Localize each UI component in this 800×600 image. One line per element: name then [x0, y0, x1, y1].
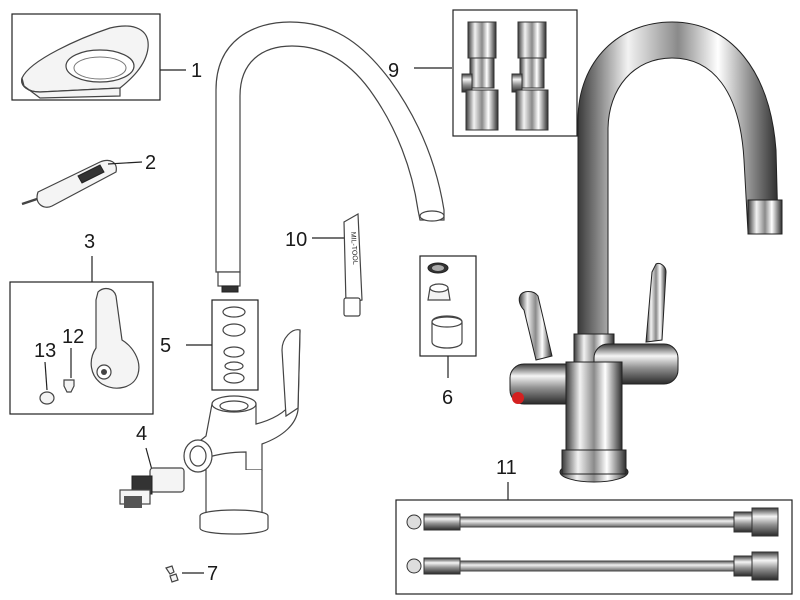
- part-2-tool-group: 2: [21, 152, 156, 208]
- part-6-aerator-group: 6: [419, 255, 477, 409]
- callout-4: 4: [136, 423, 147, 445]
- spout-base-ring: [217, 271, 241, 287]
- callout-5: 5: [160, 335, 171, 357]
- part-11-hoses-group: 11: [395, 457, 793, 595]
- valve-left-icon: [461, 21, 499, 131]
- tool-10-text: MIL-TOOL: [349, 232, 358, 265]
- chrome-left-lever: [518, 291, 553, 361]
- part-10-tool-group: 10 MIL-TOOL: [285, 212, 363, 317]
- part-3-box: [9, 281, 154, 415]
- cartridge-body-icon: [149, 467, 185, 493]
- spout-outline: [215, 21, 445, 273]
- part-9-box: [452, 9, 578, 137]
- part-1-box: [11, 13, 161, 101]
- valve-right-icon: [511, 21, 549, 131]
- callout-2: 2: [145, 152, 156, 174]
- part-1-base-plate-group: 1: [11, 13, 202, 101]
- callout-1: 1: [191, 60, 202, 82]
- chrome-spout: [577, 21, 779, 341]
- cap-13-icon: [39, 391, 55, 405]
- callout-7: 7: [207, 563, 218, 585]
- part-4-cartridge-group: 4: [119, 423, 185, 508]
- callout-9: 9: [388, 60, 399, 82]
- chrome-right-lever: [645, 263, 667, 343]
- base-plate-hole: [65, 49, 135, 83]
- callout-13: 13: [34, 340, 56, 362]
- chrome-body: [565, 361, 623, 453]
- chrome-faucet-render: [509, 21, 783, 483]
- hot-indicator-icon: [512, 392, 524, 404]
- body-foot: [199, 509, 269, 535]
- hose-lower-icon: [406, 551, 779, 581]
- callout-12: 12: [62, 326, 84, 348]
- tool-handle-icon: [36, 159, 117, 208]
- callout-11: 11: [496, 457, 517, 479]
- hose-upper-icon: [406, 507, 779, 537]
- callout-10: 10: [285, 229, 307, 251]
- callout-3: 3: [84, 231, 95, 253]
- part-11-box: [395, 499, 793, 595]
- lever-handle-icon: [90, 287, 140, 389]
- part-7-clip-group: 7: [165, 563, 218, 585]
- faucet-line-drawing: 5: [160, 21, 445, 535]
- chrome-spout-tip: [747, 199, 783, 235]
- screw-12-icon: [63, 379, 75, 393]
- leader-2: [107, 161, 143, 165]
- tool-10-icon: [343, 212, 363, 305]
- callout-6: 6: [442, 387, 453, 409]
- part-3-handle-group: 3 13 12: [9, 231, 154, 415]
- part-9-valves-group: 9: [388, 9, 578, 137]
